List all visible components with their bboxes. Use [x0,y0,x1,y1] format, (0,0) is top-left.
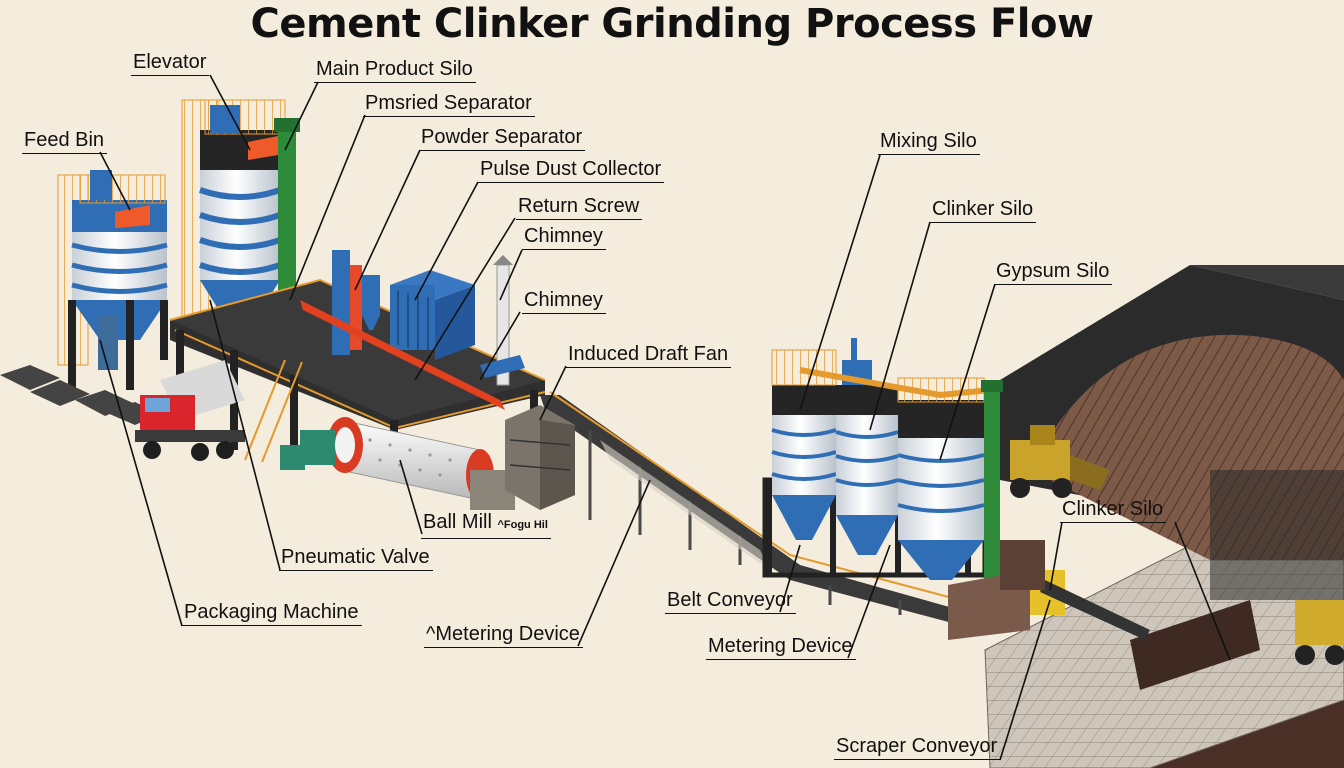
cement-truck [135,360,245,461]
pulse-dust-collector [390,270,475,360]
wheel-loader-1 [1010,425,1110,498]
label-pneumatic-valve: Pneumatic Valve [279,545,433,571]
return-screw [300,300,525,410]
label-clinker-silo-top: Clinker Silo [930,197,1037,223]
label-elevator: Elevator [131,50,210,76]
label-chimney-1: Chimney [522,224,606,250]
induced-draft-fan [505,405,575,510]
clinker-storage-shed [984,265,1344,768]
label-belt-conveyor: Belt Conveyor [665,588,796,614]
label-powder-separator: Powder Separator [419,125,586,151]
label-chimney-2: Chimney [522,288,606,314]
label-pmsried-separator: Pmsried Separator [363,91,535,117]
label-gypsum-silo: Gypsum Silo [994,259,1113,285]
silo-group-right [762,338,1045,640]
main-product-silo [181,99,286,341]
feed-bin-silo [57,170,168,390]
label-packaging-machine: Packaging Machine [182,600,362,626]
label-ball-mill: Ball Mill ^Fogu Hil [421,510,551,539]
ball-mill-drum [280,417,515,510]
label-metering-device-right: Metering Device [706,634,856,660]
label-return-screw: Return Screw [516,194,643,220]
leader-lines [99,74,1231,761]
label-induced-draft-fan: Induced Draft Fan [566,342,732,368]
label-metering-device-left: ^Metering Device [424,622,583,648]
wheel-loader-2 [1295,600,1344,665]
label-feed-bin: Feed Bin [22,128,108,154]
label-main-product-silo: Main Product Silo [314,57,476,83]
inclined-belt-conveyor [540,391,961,625]
label-ball-mill-text: Ball Mill [423,511,492,533]
product-bags [0,365,160,425]
label-pulse-dust-collector: Pulse Dust Collector [478,157,665,183]
chimney [493,255,513,386]
bucket-elevator [274,118,300,320]
page-title: Cement Clinker Grinding Process Flow [250,1,1094,47]
label-clinker-silo-right: Clinker Silo [1060,497,1167,523]
label-scraper-conveyor: Scraper Conveyor [834,734,1001,760]
label-ball-mill-small: ^Fogu Hil [497,519,548,531]
label-mixing-silo: Mixing Silo [878,129,980,155]
